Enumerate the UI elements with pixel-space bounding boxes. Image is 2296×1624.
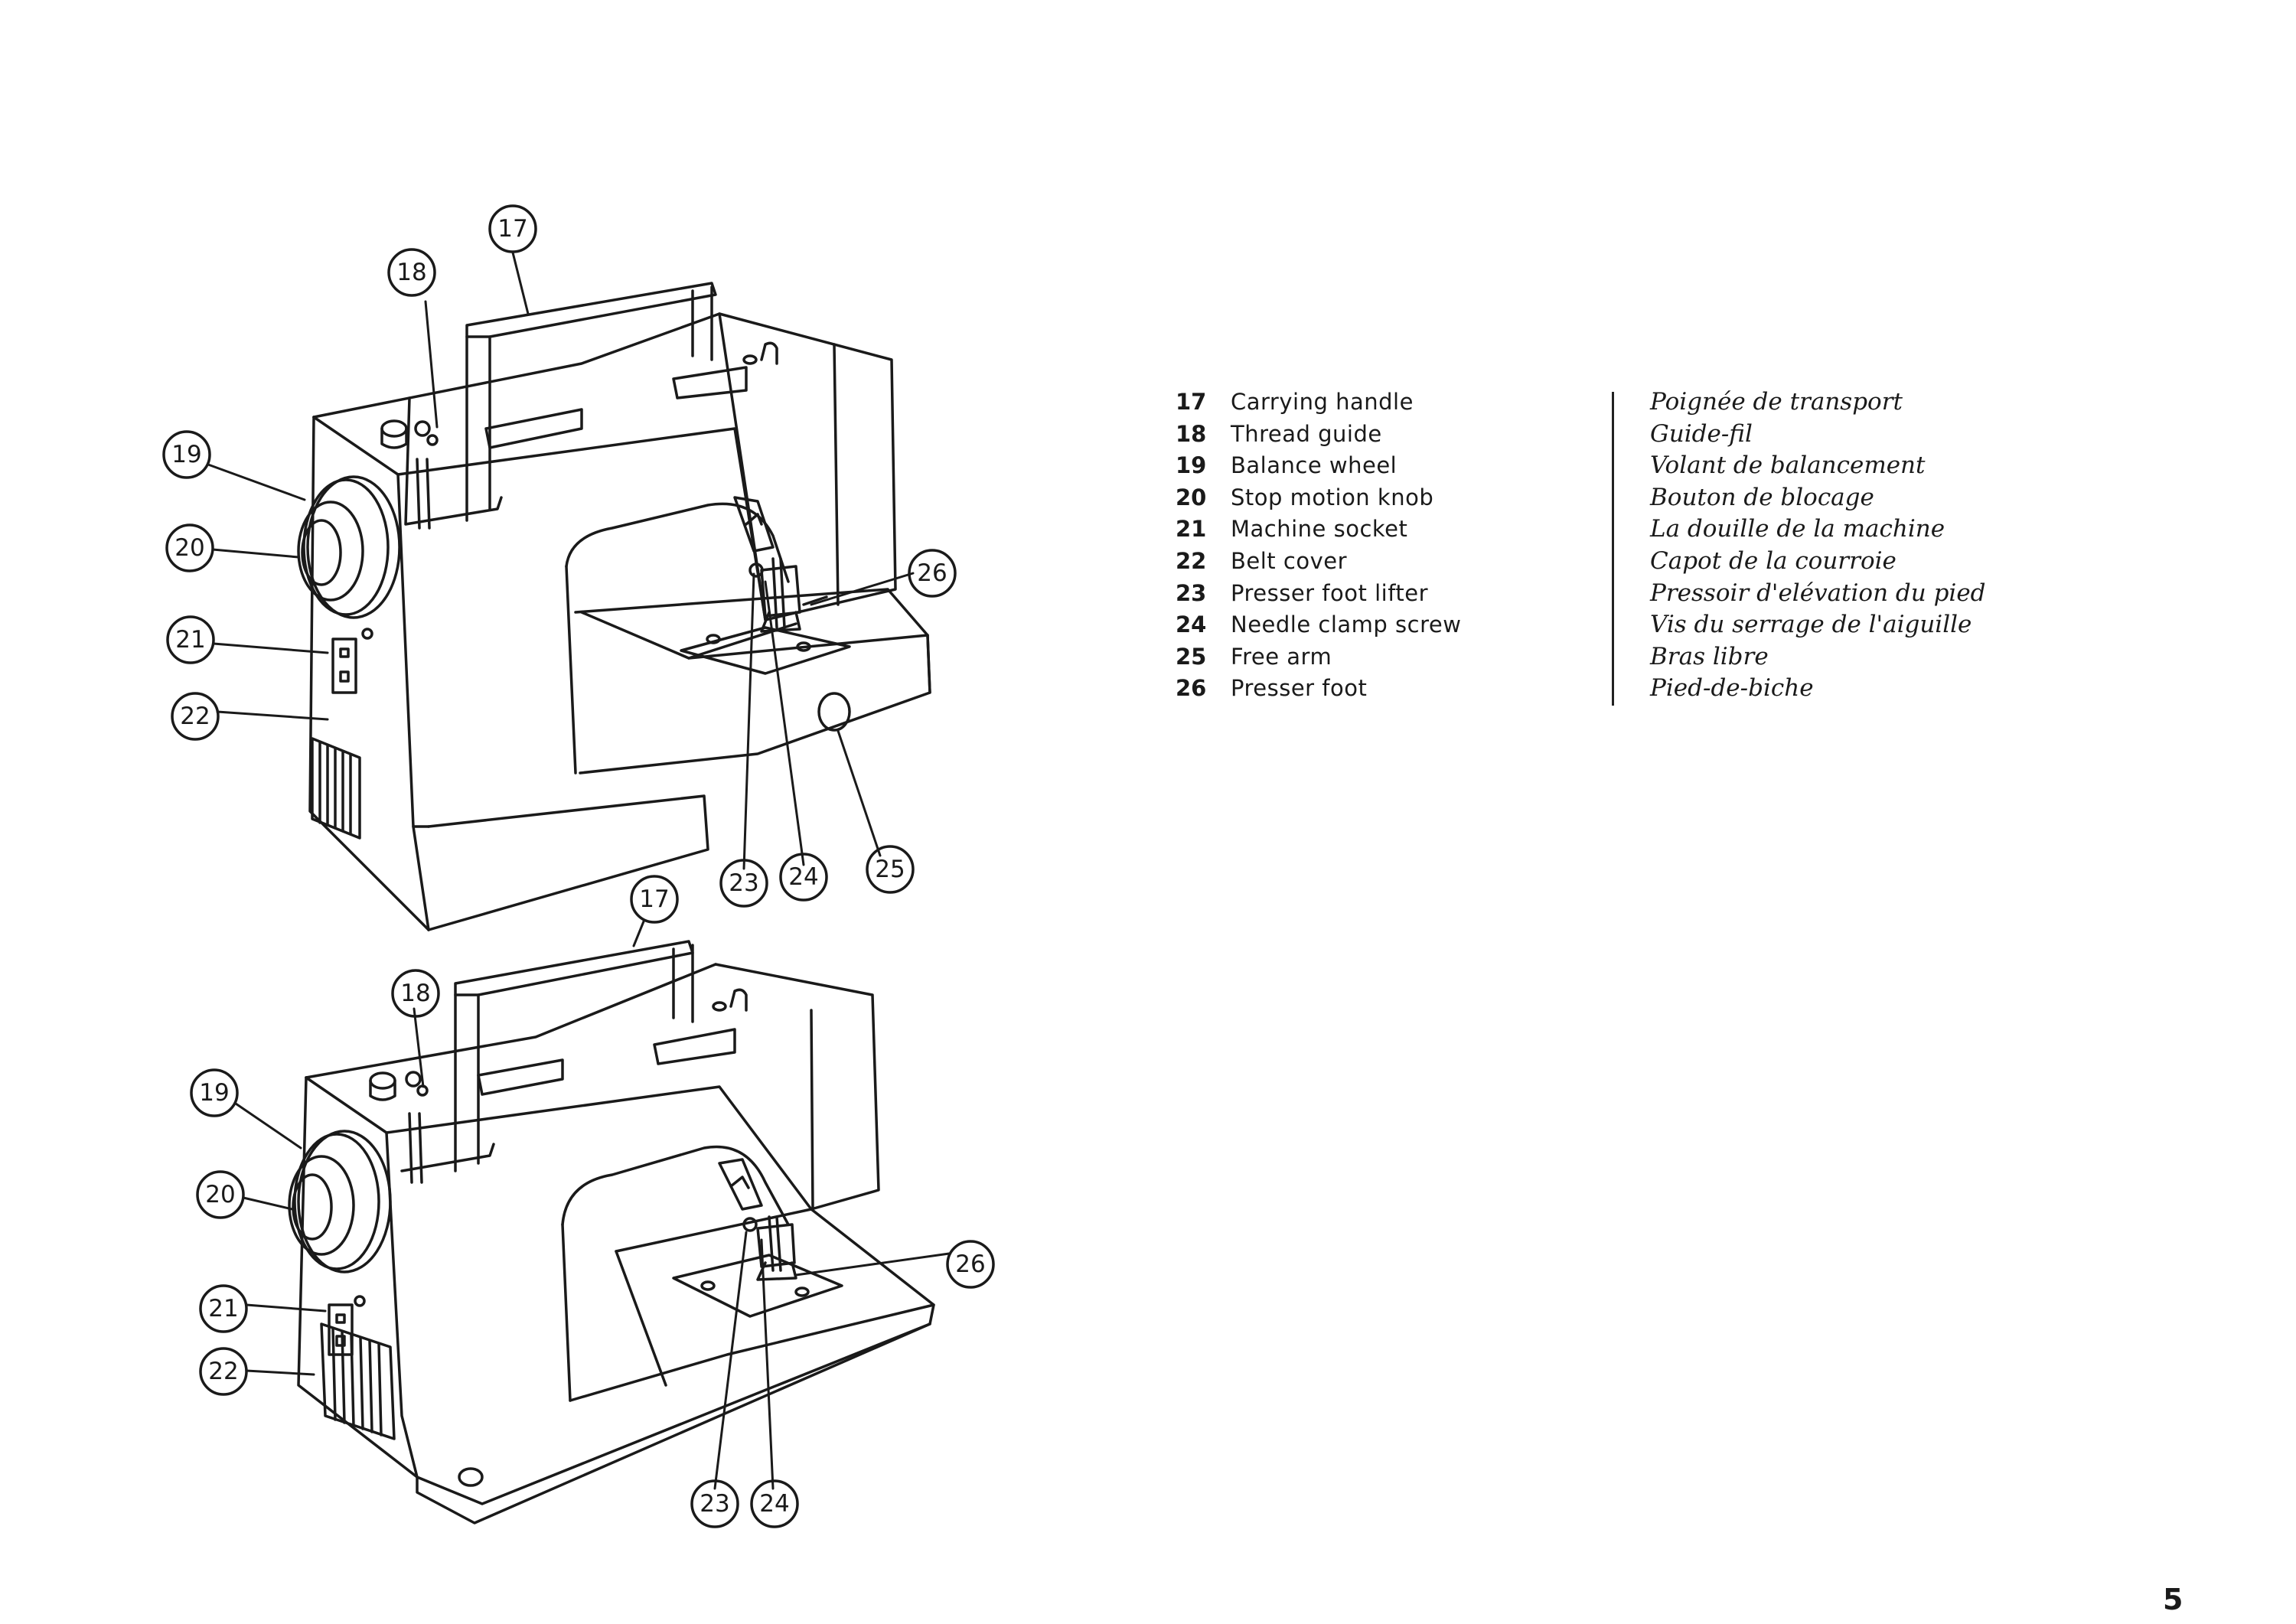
callout-23: 23 <box>729 869 758 897</box>
part-row: 25 Free arm Bras libre <box>1176 642 2063 676</box>
part-name-english: Machine socket <box>1231 516 1408 543</box>
callout-24: 24 <box>759 1490 789 1518</box>
parts-list: 17 Carrying handle Poignée de transport … <box>1176 388 2063 707</box>
callout-18: 18 <box>400 980 430 1007</box>
part-name-french: Poignée de transport <box>1650 388 1903 416</box>
callout-numbers-bottom: 17 18 19 20 21 22 23 24 26 <box>199 885 985 1518</box>
part-row: 23 Presser foot lifter Pressoir d'elévat… <box>1176 579 2063 612</box>
part-number: 24 <box>1176 611 1207 638</box>
part-row: 18 Thread guide Guide-fil <box>1176 419 2063 453</box>
column-divider <box>1612 392 1614 706</box>
callout-18: 18 <box>396 259 426 286</box>
part-number: 18 <box>1176 420 1207 447</box>
callout-19: 19 <box>199 1079 229 1107</box>
callout-24: 24 <box>788 863 818 891</box>
callout-numbers-top: 17 18 19 20 21 22 23 24 25 26 <box>171 215 947 897</box>
part-name-english: Carrying handle <box>1231 389 1414 415</box>
part-row: 17 Carrying handle Poignée de transport <box>1176 388 2063 421</box>
page-number: 5 <box>2163 1583 2183 1616</box>
part-name-english: Thread guide <box>1231 420 1382 447</box>
part-name-french: Guide-fil <box>1650 419 1753 448</box>
part-number: 25 <box>1176 643 1207 670</box>
part-number: 19 <box>1176 452 1207 479</box>
callout-22: 22 <box>208 1358 238 1385</box>
part-name-english: Presser foot <box>1231 675 1368 702</box>
callout-20: 20 <box>174 534 204 562</box>
part-row: 20 Stop motion knob Bouton de blocage <box>1176 484 2063 517</box>
part-name-french: Capot de la courroie <box>1650 546 1896 575</box>
callout-23: 23 <box>700 1490 729 1518</box>
callout-circles-top <box>162 204 957 908</box>
part-name-french: Pied-de-biche <box>1650 674 1814 703</box>
part-name-french: Vis du serrage de l'aiguille <box>1650 611 1972 639</box>
callout-circles-bottom <box>190 875 995 1528</box>
machine-illustration-free-arm <box>207 251 931 931</box>
part-name-english: Stop motion knob <box>1231 484 1434 510</box>
part-number: 23 <box>1176 579 1207 606</box>
part-name-french: Bras libre <box>1650 642 1769 670</box>
part-name-french: Volant de balancement <box>1650 452 1926 480</box>
callout-22: 22 <box>180 703 210 730</box>
part-name-english: Free arm <box>1231 643 1332 670</box>
part-number: 17 <box>1176 389 1207 415</box>
part-row: 26 Presser foot Pied-de-biche <box>1176 674 2063 707</box>
machine-illustration-flatbed <box>234 920 951 1525</box>
callout-25: 25 <box>875 856 905 883</box>
part-name-english: Belt cover <box>1231 547 1347 574</box>
callout-21: 21 <box>175 626 205 654</box>
part-number: 26 <box>1176 675 1207 702</box>
part-number: 21 <box>1176 516 1207 543</box>
part-name-french: La douille de la machine <box>1650 515 1945 543</box>
part-row: 22 Belt cover Capot de la courroie <box>1176 546 2063 580</box>
callout-20: 20 <box>205 1181 235 1208</box>
callout-17: 17 <box>497 215 527 243</box>
part-name-english: Presser foot lifter <box>1231 579 1429 606</box>
callout-19: 19 <box>171 441 201 468</box>
part-name-french: Bouton de blocage <box>1650 483 1874 511</box>
part-name-english: Needle clamp screw <box>1231 611 1462 638</box>
callout-17: 17 <box>639 885 669 913</box>
part-name-french: Pressoir d'elévation du pied <box>1650 579 1986 607</box>
callout-26: 26 <box>917 559 947 587</box>
part-row: 21 Machine socket La douille de la machi… <box>1176 515 2063 548</box>
callout-26: 26 <box>955 1251 985 1278</box>
part-number: 22 <box>1176 547 1207 574</box>
part-row: 19 Balance wheel Volant de balancement <box>1176 452 2063 484</box>
callout-21: 21 <box>208 1295 238 1322</box>
part-row: 24 Needle clamp screw Vis du serrage de … <box>1176 611 2063 644</box>
part-name-english: Balance wheel <box>1231 452 1397 479</box>
part-number: 20 <box>1176 484 1207 510</box>
